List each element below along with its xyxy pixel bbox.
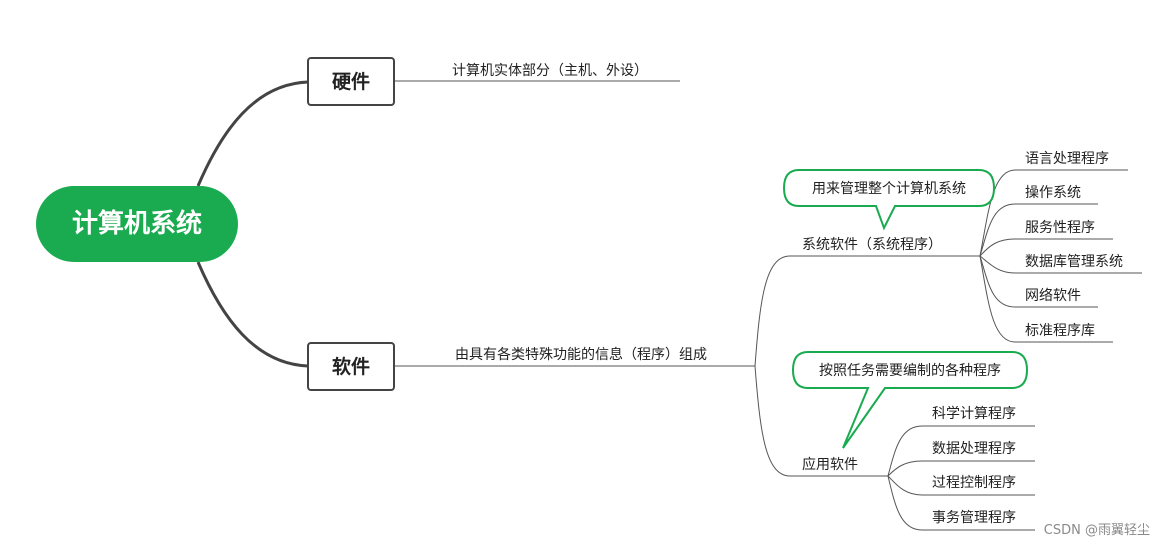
hardware-node[interactable]: [307, 57, 395, 106]
system-branch-6: [979, 255, 1113, 343]
system-branch-3: [979, 238, 1113, 257]
application-callout-bubble: [791, 351, 1029, 449]
system-item-4: 数据库管理系统: [1025, 254, 1123, 270]
branch-to-system-software: [754, 255, 791, 367]
branch-root-to-software: [196, 261, 309, 368]
system-software-label: 系统软件（系统程序）: [802, 237, 942, 253]
branch-root-to-hardware: [196, 80, 309, 187]
app-branch-1: [887, 425, 1035, 477]
watermark: CSDN @雨翼轻尘: [1043, 523, 1150, 538]
system-item-1: 语言处理程序: [1025, 151, 1109, 167]
application-callout-text: 按照任务需要编制的各种程序: [819, 363, 1001, 379]
software-node[interactable]: [307, 342, 395, 391]
hardware-node-label: 硬件: [332, 70, 370, 93]
app-branch-3: [887, 475, 1035, 496]
application-item-1: 科学计算程序: [932, 406, 1016, 422]
system-branch-5: [979, 255, 1098, 308]
system-branch-1: [979, 169, 1128, 257]
system-callout-text: 用来管理整个计算机系统: [812, 181, 966, 197]
software-node-label: 软件: [332, 355, 370, 378]
system-item-3: 服务性程序: [1025, 220, 1095, 236]
system-item-5: 网络软件: [1025, 288, 1081, 304]
application-software-label: 应用软件: [802, 456, 858, 473]
system-item-6: 标准程序库: [1025, 323, 1095, 339]
system-branch-4: [979, 255, 1142, 274]
system-branch-2: [979, 203, 1098, 257]
system-item-2: 操作系统: [1025, 185, 1081, 201]
hardware-desc: 计算机实体部分（主机、外设）: [452, 63, 648, 79]
application-item-4: 事务管理程序: [932, 510, 1016, 526]
app-branch-2: [887, 460, 1035, 477]
root-node[interactable]: [36, 186, 238, 262]
app-branch-4: [887, 475, 1035, 531]
system-callout-bubble: [782, 169, 996, 231]
application-item-3: 过程控制程序: [932, 475, 1016, 491]
application-item-2: 数据处理程序: [932, 441, 1016, 457]
branch-to-application-software: [754, 365, 791, 477]
software-desc: 由具有各类特殊功能的信息（程序）组成: [455, 346, 707, 363]
root-node-label: 计算机系统: [72, 208, 202, 239]
